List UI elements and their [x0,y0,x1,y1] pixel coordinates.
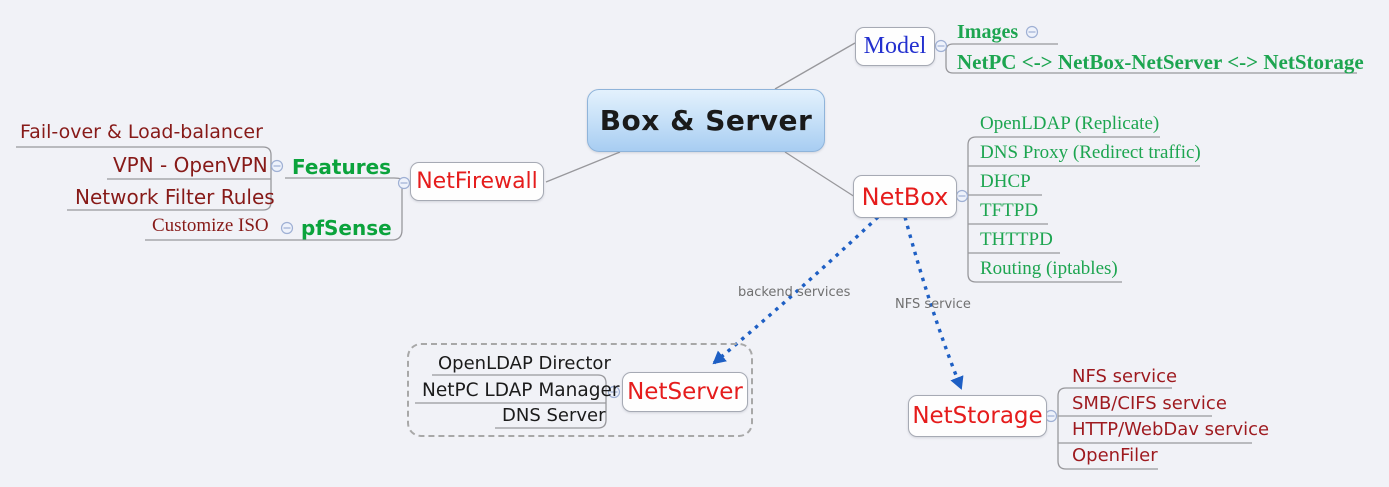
fold-icon-images[interactable] [1025,25,1039,39]
node-network-filter-rules[interactable]: Network Filter Rules [75,185,275,209]
netserver-group-outline [407,343,753,437]
branch-netstorage-children [1057,387,1172,470]
fold-icon-pfsense[interactable] [280,221,294,235]
node-model[interactable]: Model [855,27,935,66]
node-openldap-replicate[interactable]: OpenLDAP (Replicate) [980,113,1160,134]
edge-root-netbox [784,151,856,198]
node-netpc-ldap-manager[interactable]: NetPC LDAP Manager [422,380,620,401]
branch-model-children [945,43,1357,74]
node-netpc-model[interactable]: NetPC <-> NetBox-NetServer <-> NetStorag… [957,50,1364,74]
node-pfsense[interactable]: pfSense [301,216,392,240]
node-images[interactable]: Images [957,21,1019,43]
fold-icon-netstorage[interactable] [1044,409,1058,423]
arrow-label-backend-services: backend services [738,285,851,300]
node-routing-iptables[interactable]: Routing (iptables) [980,258,1118,279]
fold-icon-netbox[interactable] [955,189,969,203]
node-http-webdav-service[interactable]: HTTP/WebDav service [1072,419,1270,440]
arrow-backend-services [712,215,880,365]
node-netstorage[interactable]: NetStorage [908,395,1047,437]
node-dns-proxy[interactable]: DNS Proxy (Redirect traffic) [980,142,1201,163]
edge-root-model [774,42,856,90]
node-smb-cifs-service[interactable]: SMB/CIFS service [1072,393,1227,414]
node-netbox[interactable]: NetBox [853,175,957,218]
node-openfiler[interactable]: OpenFiler [1072,445,1158,466]
edge-root-netfirewall [545,151,621,183]
fold-icon-features[interactable] [270,159,284,173]
arrow-label-nfs-service: NFS service [895,297,971,312]
node-netserver[interactable]: NetServer [622,372,748,412]
branch-netbox-children [967,136,1160,283]
node-failover-loadbalancer[interactable]: Fail-over & Load-balancer [20,121,263,143]
node-dhcp[interactable]: DHCP [980,171,1031,192]
node-netfirewall[interactable]: NetFirewall [410,162,544,201]
node-thttpd[interactable]: THTTPD [980,229,1053,250]
node-openldap-director[interactable]: OpenLDAP Director [438,353,611,374]
node-customize-iso[interactable]: Customize ISO [152,215,269,236]
fold-icon-netfirewall[interactable] [397,176,411,190]
fold-icon-netserver[interactable] [607,385,621,399]
fold-icon-model[interactable] [934,39,948,53]
node-dns-server[interactable]: DNS Server [502,405,606,426]
branch-netserver-children [432,374,607,429]
node-box-and-server[interactable]: Box & Server [587,89,825,152]
arrow-nfs-service [903,216,964,390]
node-nfs-service[interactable]: NFS service [1072,366,1178,387]
node-vpn-openvpn[interactable]: VPN - OpenVPN [113,153,268,177]
node-features[interactable]: Features [292,155,392,179]
node-tftpd[interactable]: TFTPD [980,200,1039,221]
